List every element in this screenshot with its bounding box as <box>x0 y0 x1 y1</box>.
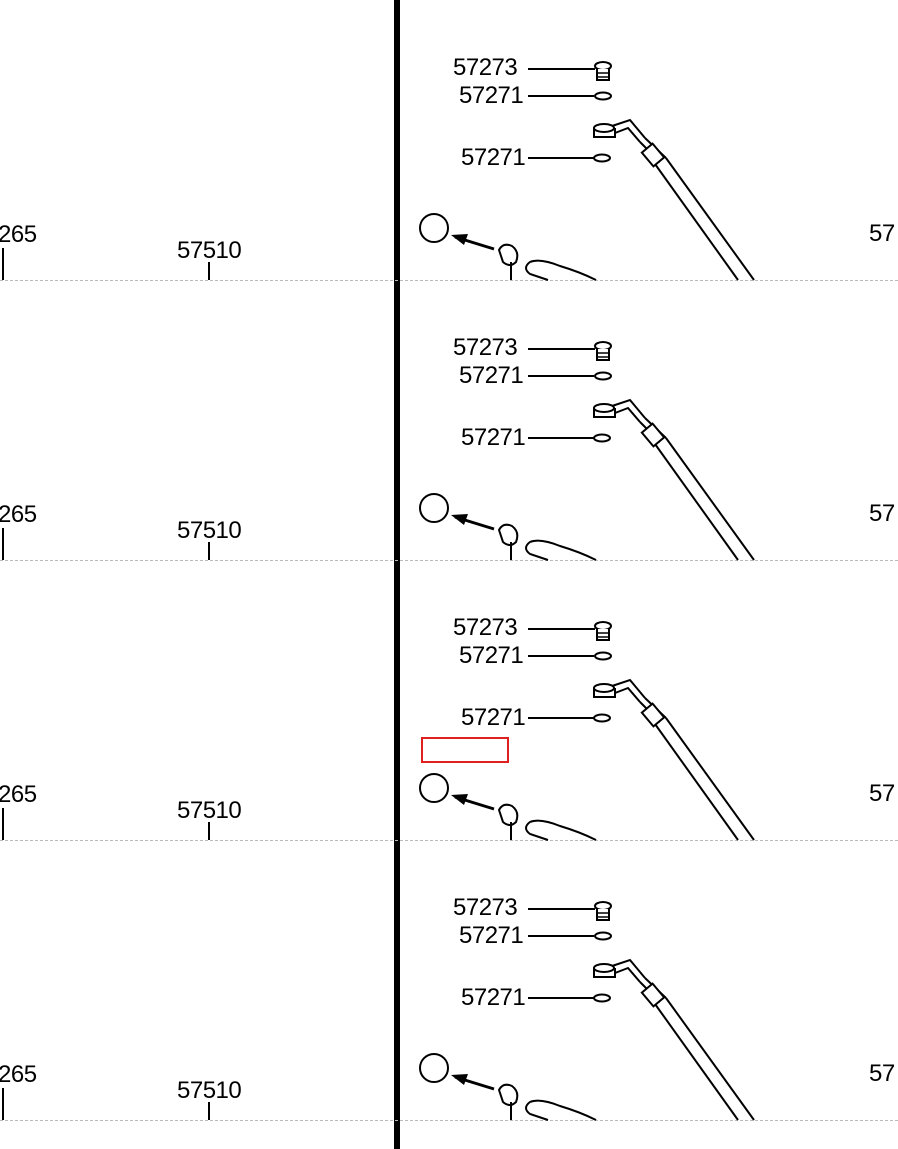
part-label-57510: 57510 <box>177 797 242 824</box>
part-label-265: 265 <box>0 501 37 528</box>
part-label-right-cut: 57 <box>869 220 895 247</box>
part-label-265: 265 <box>0 781 37 808</box>
part-label-57510: 57510 <box>177 1077 242 1104</box>
part-label-57273: 57273 <box>453 894 518 921</box>
part-label-57271-lower: 57271 <box>461 144 526 171</box>
diagram-panel-1: 57273 57271 57271 265 57510 57 A <box>0 0 898 280</box>
part-label-265: 265 <box>0 221 37 248</box>
part-label-57273: 57273 <box>453 614 518 641</box>
part-label-57510: 57510 <box>177 517 242 544</box>
diagram-panel-3: 57273 57271 57271 265 57510 57 A <box>0 560 898 840</box>
part-label-57271-lower: 57271 <box>461 984 526 1011</box>
part-label-right-cut: 57 <box>869 780 895 807</box>
panel-separator <box>0 840 898 843</box>
diagram-panel-2: 57273 57271 57271 265 57510 57 A <box>0 280 898 560</box>
highlight-box <box>421 737 509 763</box>
panel-separator <box>0 560 898 563</box>
part-label-right-cut: 57 <box>869 1060 895 1087</box>
part-label-265: 265 <box>0 1061 37 1088</box>
panel-separator <box>0 1120 898 1123</box>
part-label-57271-upper: 57271 <box>459 642 524 669</box>
panel-separator <box>0 280 898 283</box>
part-label-57271-upper: 57271 <box>459 922 524 949</box>
part-label-57271-lower: 57271 <box>461 704 526 731</box>
part-label-57271-lower: 57271 <box>461 424 526 451</box>
part-label-57271-upper: 57271 <box>459 82 524 109</box>
part-label-57510: 57510 <box>177 237 242 264</box>
vertical-divider <box>394 0 400 1149</box>
part-label-right-cut: 57 <box>869 500 895 527</box>
part-label-57273: 57273 <box>453 54 518 81</box>
part-label-57271-upper: 57271 <box>459 362 524 389</box>
part-label-57273: 57273 <box>453 334 518 361</box>
